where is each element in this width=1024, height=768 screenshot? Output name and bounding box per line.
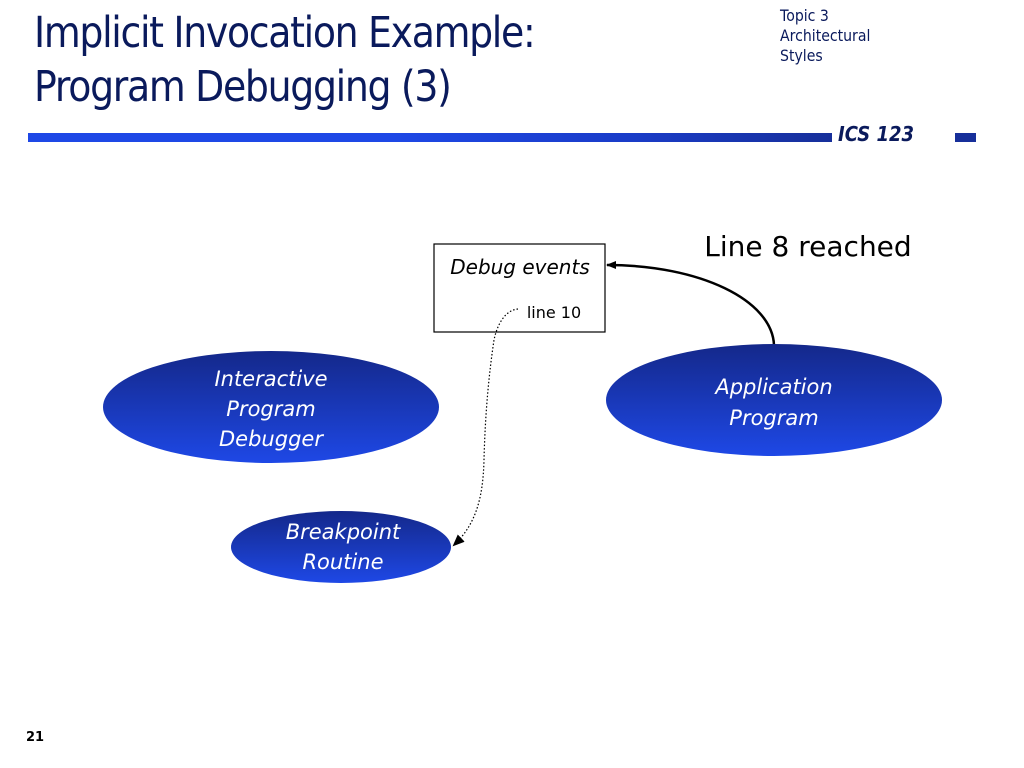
- node-breakpoint-shape: [231, 511, 451, 583]
- node-debugger-shape: [103, 351, 439, 463]
- topic-line-1: Topic 3: [780, 6, 829, 25]
- topic-line-3: Styles: [780, 46, 823, 65]
- node-breakpoint-line-2: Routine: [302, 550, 383, 574]
- node-debugger-line-2: Program: [226, 397, 315, 421]
- debug-events-box-border: [433, 243, 606, 333]
- node-breakpoint-line-1: Breakpoint: [286, 520, 401, 544]
- edge-application-to-events: [606, 261, 776, 346]
- debug-events-box: Debug events line 10: [433, 243, 606, 333]
- debug-event-entry: line 10: [527, 303, 581, 322]
- topic-label: Topic 3 Architectural Styles: [780, 6, 870, 66]
- slide-title-line-1: Implicit Invocation Example:: [34, 8, 536, 58]
- node-debugger-line-3: Debugger: [219, 427, 324, 451]
- node-interactive-program-debugger: Interactive Program Debugger: [103, 351, 439, 463]
- slide-title-line-2: Program Debugging (3): [34, 62, 452, 112]
- course-label: ICS 123: [838, 122, 915, 146]
- node-breakpoint-routine: Breakpoint Routine: [231, 511, 451, 583]
- page-number: 21: [26, 730, 45, 745]
- header-rule: [28, 133, 832, 142]
- slide-title: Implicit Invocation Example: Program Deb…: [34, 6, 536, 114]
- node-application-line-2: Program: [729, 406, 818, 430]
- node-debugger-line-1: Interactive: [214, 367, 327, 391]
- header-rule-end: [955, 133, 976, 142]
- topic-line-2: Architectural: [780, 26, 871, 45]
- node-application-shape: [606, 344, 942, 456]
- node-application-program: Application Program: [606, 344, 942, 456]
- node-application-line-1: Application: [713, 375, 832, 399]
- debug-events-label: Debug events: [450, 255, 590, 279]
- event-label: Line 8 reached: [704, 230, 911, 263]
- edge-entry-to-breakpoint: [452, 308, 519, 547]
